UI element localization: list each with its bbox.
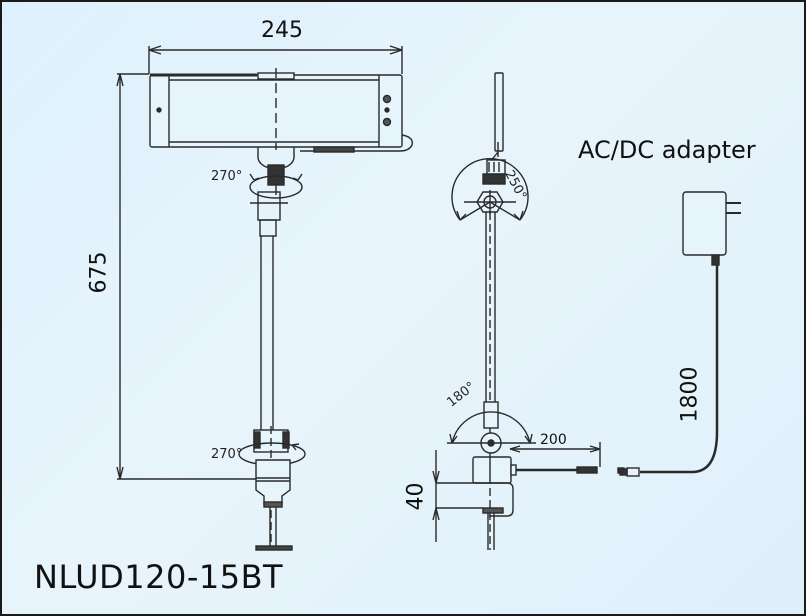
side-cable-dimension-label: 200: [540, 432, 567, 448]
width-dimension-label: 245: [261, 18, 303, 43]
adapter-cable-dimension-label: 1800: [677, 366, 703, 423]
side-view: [432, 72, 625, 550]
clamp-height-dimension-label: 40: [403, 482, 429, 511]
adapter-drawing: [619, 191, 741, 477]
model-name: NLUD120-15BT: [34, 558, 284, 596]
adapter-label: AC/DC adapter: [578, 136, 756, 164]
front-view: [116, 45, 413, 551]
height-dimension-label: 675: [86, 251, 112, 294]
base-rotation-label: 270°: [211, 447, 243, 462]
head-rotation-label: 270°: [211, 169, 243, 184]
